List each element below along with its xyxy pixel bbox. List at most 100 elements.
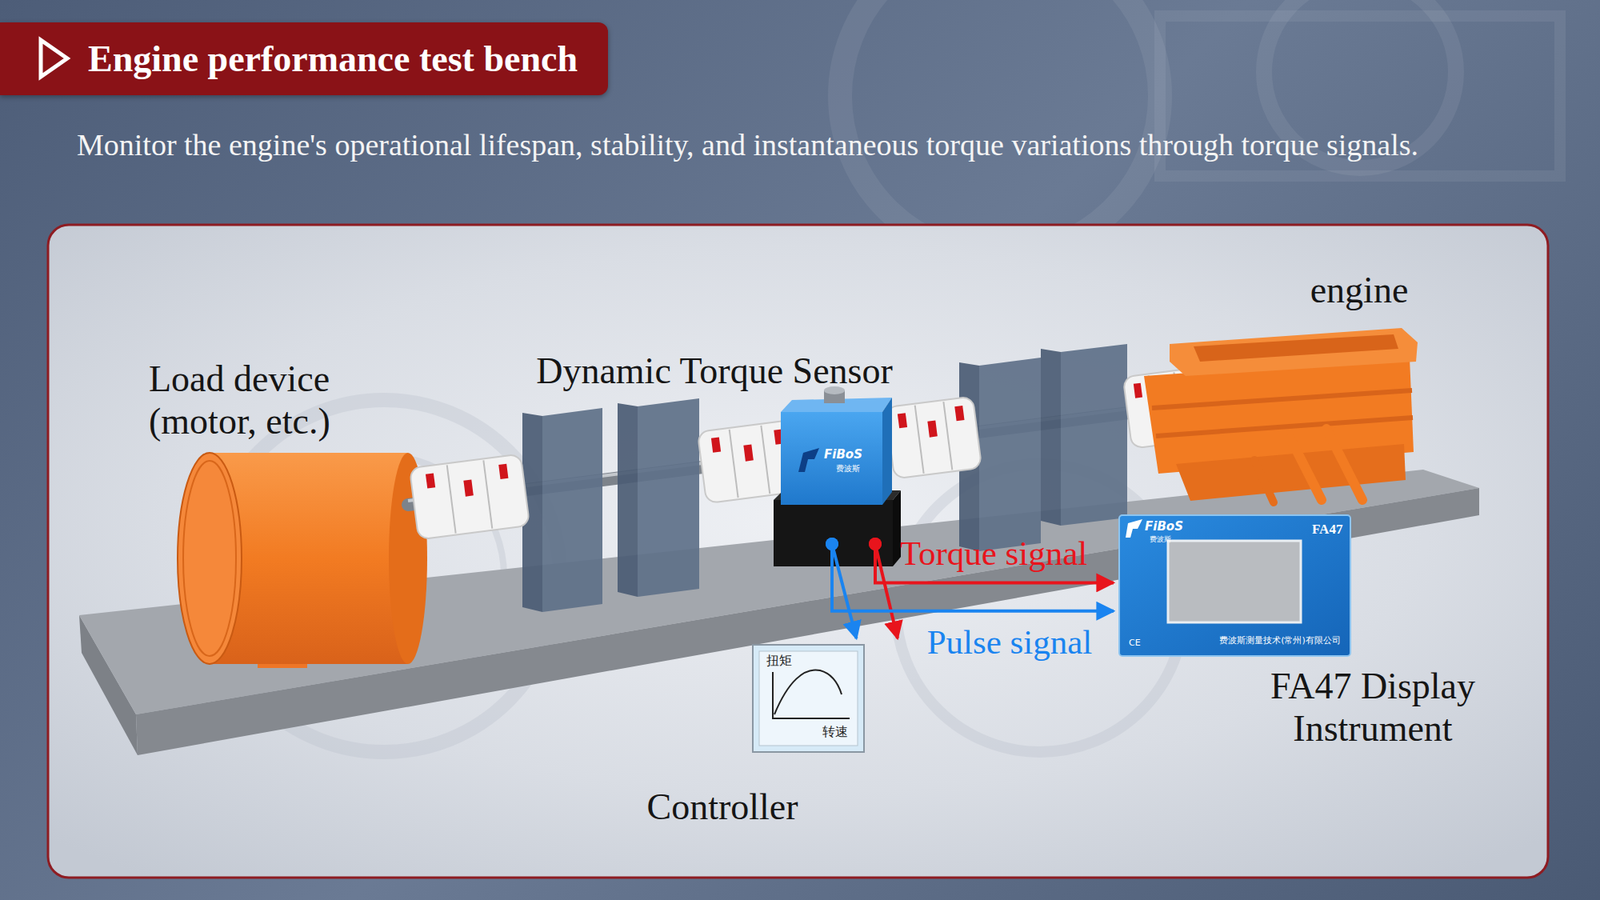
controller-chart-icon xyxy=(774,669,842,715)
load-device: Load device (motor, etc.) xyxy=(144,358,432,679)
signal-label: Pulse signal xyxy=(927,622,1093,662)
triangle-icon xyxy=(40,40,68,77)
shaft-coupling xyxy=(760,425,770,494)
display-instrument-body xyxy=(1168,540,1301,623)
shaft-coupling xyxy=(409,367,1208,540)
shaft-coupling xyxy=(409,453,530,540)
support-plate xyxy=(522,412,543,612)
shaft-coupling xyxy=(1123,367,1209,448)
controller-chart-icon xyxy=(772,672,850,719)
torque-sensor-body xyxy=(773,386,901,567)
engine-body xyxy=(1326,428,1363,500)
engine-body xyxy=(1144,328,1418,503)
signal-label: Torque signal xyxy=(900,533,1088,573)
shaft-coupling xyxy=(1159,391,1168,408)
axis-label: 转速 xyxy=(822,724,848,740)
title-banner: Engine performance test bench xyxy=(0,22,608,96)
shaft-coupling xyxy=(943,401,952,470)
torque-sensor-body xyxy=(892,490,901,567)
part-label: Dynamic Torque Sensor xyxy=(536,350,893,393)
logo-text: FiBoS xyxy=(824,448,863,462)
signal-port xyxy=(825,537,839,551)
torque-sensor-body xyxy=(882,397,892,505)
torque-sensor-body xyxy=(773,500,893,567)
engine-body xyxy=(1152,390,1412,408)
motor-load-device xyxy=(340,617,384,660)
support-plate xyxy=(542,408,603,612)
motor-load-device xyxy=(183,460,236,656)
drive-shaft xyxy=(408,399,1204,505)
logo-text: 费波斯 xyxy=(836,464,860,474)
engine-body xyxy=(1156,417,1413,436)
panel-watermark xyxy=(208,400,560,752)
engine-body xyxy=(1169,328,1418,376)
support-plate xyxy=(979,357,1041,552)
axis-label: 扭矩 xyxy=(766,653,792,668)
mark-text: CE xyxy=(1128,638,1141,649)
signal-arrow xyxy=(832,544,857,639)
support-plate xyxy=(637,398,700,597)
shaft-coupling xyxy=(927,420,937,438)
torque-sensor-body xyxy=(773,490,901,500)
triangle-icon xyxy=(35,36,72,81)
caption-text: Monitor the engine's operational lifespa… xyxy=(76,124,1533,165)
torque-sensor: Dynamic Torque SensorFiBoS 费波斯 xyxy=(512,350,912,544)
support-plate xyxy=(522,344,1128,612)
panel-watermark xyxy=(264,456,504,696)
shaft-coupling xyxy=(1148,375,1158,444)
panel-watermark xyxy=(896,464,1184,752)
engine-body xyxy=(1254,460,1274,503)
shaft-coupling xyxy=(1183,376,1192,392)
torque-sensor-body xyxy=(780,412,883,505)
drive-shaft xyxy=(408,403,1204,505)
shaft-coupling xyxy=(1123,367,1209,448)
content-panel xyxy=(48,224,1548,878)
shaft-coupling xyxy=(743,444,753,462)
engine-body xyxy=(1144,357,1414,474)
signal-port xyxy=(868,537,882,551)
shaft-coupling xyxy=(773,429,784,445)
drive-shaft xyxy=(408,399,1204,501)
shaft-coupling xyxy=(885,396,983,479)
shaft-coupling xyxy=(1173,372,1183,440)
shaft-coupling xyxy=(885,396,983,479)
motor-load-device xyxy=(177,452,242,664)
shaft-coupling xyxy=(498,464,508,480)
motor-load-device xyxy=(388,452,428,664)
signal-port xyxy=(825,537,839,551)
shaft-coupling xyxy=(425,472,436,488)
base-platform xyxy=(79,469,1480,715)
controller-chart-icon xyxy=(759,651,858,746)
engine: engine xyxy=(1136,268,1424,504)
shaft-coupling xyxy=(409,453,530,540)
shaft-coupling xyxy=(697,420,802,504)
title-text: Engine performance test bench xyxy=(88,37,578,80)
company-text: 费波斯测量技术(常州)有限公司 xyxy=(1219,636,1341,647)
display-instrument: FA47 Display InstrumentFiBoS费波斯FA47费波斯测量… xyxy=(1116,512,1540,754)
signal-arrow xyxy=(875,544,898,639)
support-plate xyxy=(959,362,980,552)
base-platform xyxy=(136,488,1480,756)
controller-chart-icon xyxy=(752,644,864,752)
part-label: Controller xyxy=(646,786,798,829)
torque-sensor-body xyxy=(780,397,892,412)
support-plate xyxy=(1040,348,1061,526)
logo-text: 费波斯 xyxy=(1149,535,1172,544)
torque-sensor-body xyxy=(824,390,845,404)
shaft-coupling xyxy=(447,464,456,533)
support-plate xyxy=(617,403,638,597)
shaft-coupling xyxy=(463,480,473,497)
controller: Controller 扭矩转速 xyxy=(624,640,904,836)
base-platform xyxy=(79,469,1480,756)
engine-body xyxy=(1290,438,1322,500)
motor-load-device xyxy=(257,624,308,668)
display-instrument-body xyxy=(1119,515,1351,656)
base-platform xyxy=(79,615,138,756)
shaft-coupling xyxy=(711,437,721,453)
motor-load-device xyxy=(209,452,408,664)
shaft-coupling xyxy=(915,405,924,474)
shaft-coupling xyxy=(483,460,492,528)
display-instrument-body xyxy=(1119,515,1351,656)
shaft-coupling xyxy=(729,429,739,498)
